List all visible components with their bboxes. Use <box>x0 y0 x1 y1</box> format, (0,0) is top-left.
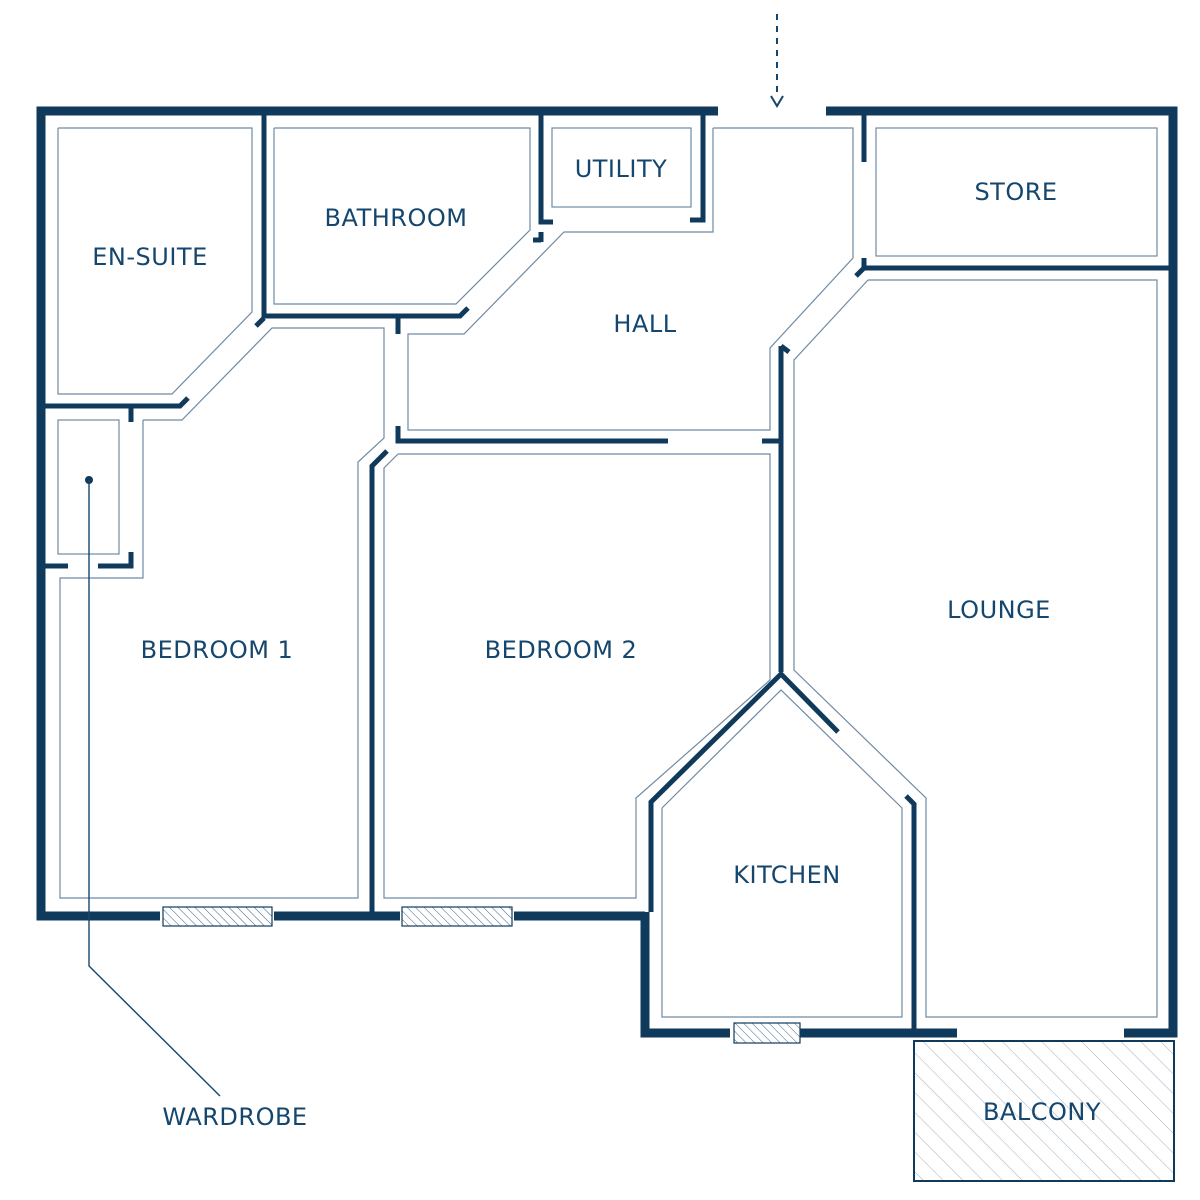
label-bathroom: BATHROOM <box>325 204 468 232</box>
label-wardrobe: WARDROBE <box>162 1103 307 1131</box>
label-store: STORE <box>974 178 1057 206</box>
label-balcony: BALCONY <box>983 1098 1101 1126</box>
label-bedroom-2: BEDROOM 2 <box>485 636 638 664</box>
interior-walls <box>41 114 1173 1033</box>
label-kitchen: KITCHEN <box>733 861 841 889</box>
windows <box>162 906 801 1044</box>
label-utility: UTILITY <box>575 155 668 183</box>
window-bedroom-2 <box>401 906 513 927</box>
window-bedroom-1 <box>162 906 273 927</box>
room-outlines <box>57 127 1158 1018</box>
label-bedroom-1: BEDROOM 1 <box>141 636 294 664</box>
outer-walls <box>36 106 1178 1038</box>
balcony-area <box>913 1040 1175 1182</box>
label-en-suite: EN-SUITE <box>92 243 207 271</box>
wardrobe-leader <box>85 476 221 1097</box>
entrance-arrow-icon <box>770 14 784 108</box>
window-kitchen <box>733 1022 801 1044</box>
label-lounge: LOUNGE <box>947 596 1051 624</box>
label-hall: HALL <box>613 310 676 338</box>
